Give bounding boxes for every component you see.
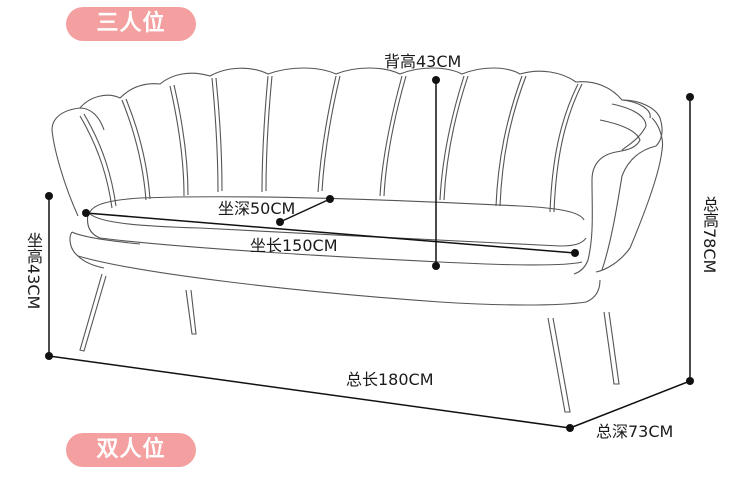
seat-height-label: 坐高43CM [24, 232, 43, 310]
two-seater-badge: 双人位 [66, 433, 196, 467]
sofa-outline [51, 67, 664, 413]
three-seater-badge: 三人位 [66, 7, 196, 41]
total-length-label: 总长180CM [346, 370, 434, 389]
back-height-label: 背高43CM [384, 52, 462, 71]
dimension-lines [45, 76, 694, 432]
total-height-label: 总高78CM [700, 196, 719, 274]
total-depth-label: 总深73CM [596, 422, 674, 441]
seat-length-label: 坐长150CM [250, 236, 338, 255]
seat-depth-label: 坐深50CM [218, 199, 296, 218]
